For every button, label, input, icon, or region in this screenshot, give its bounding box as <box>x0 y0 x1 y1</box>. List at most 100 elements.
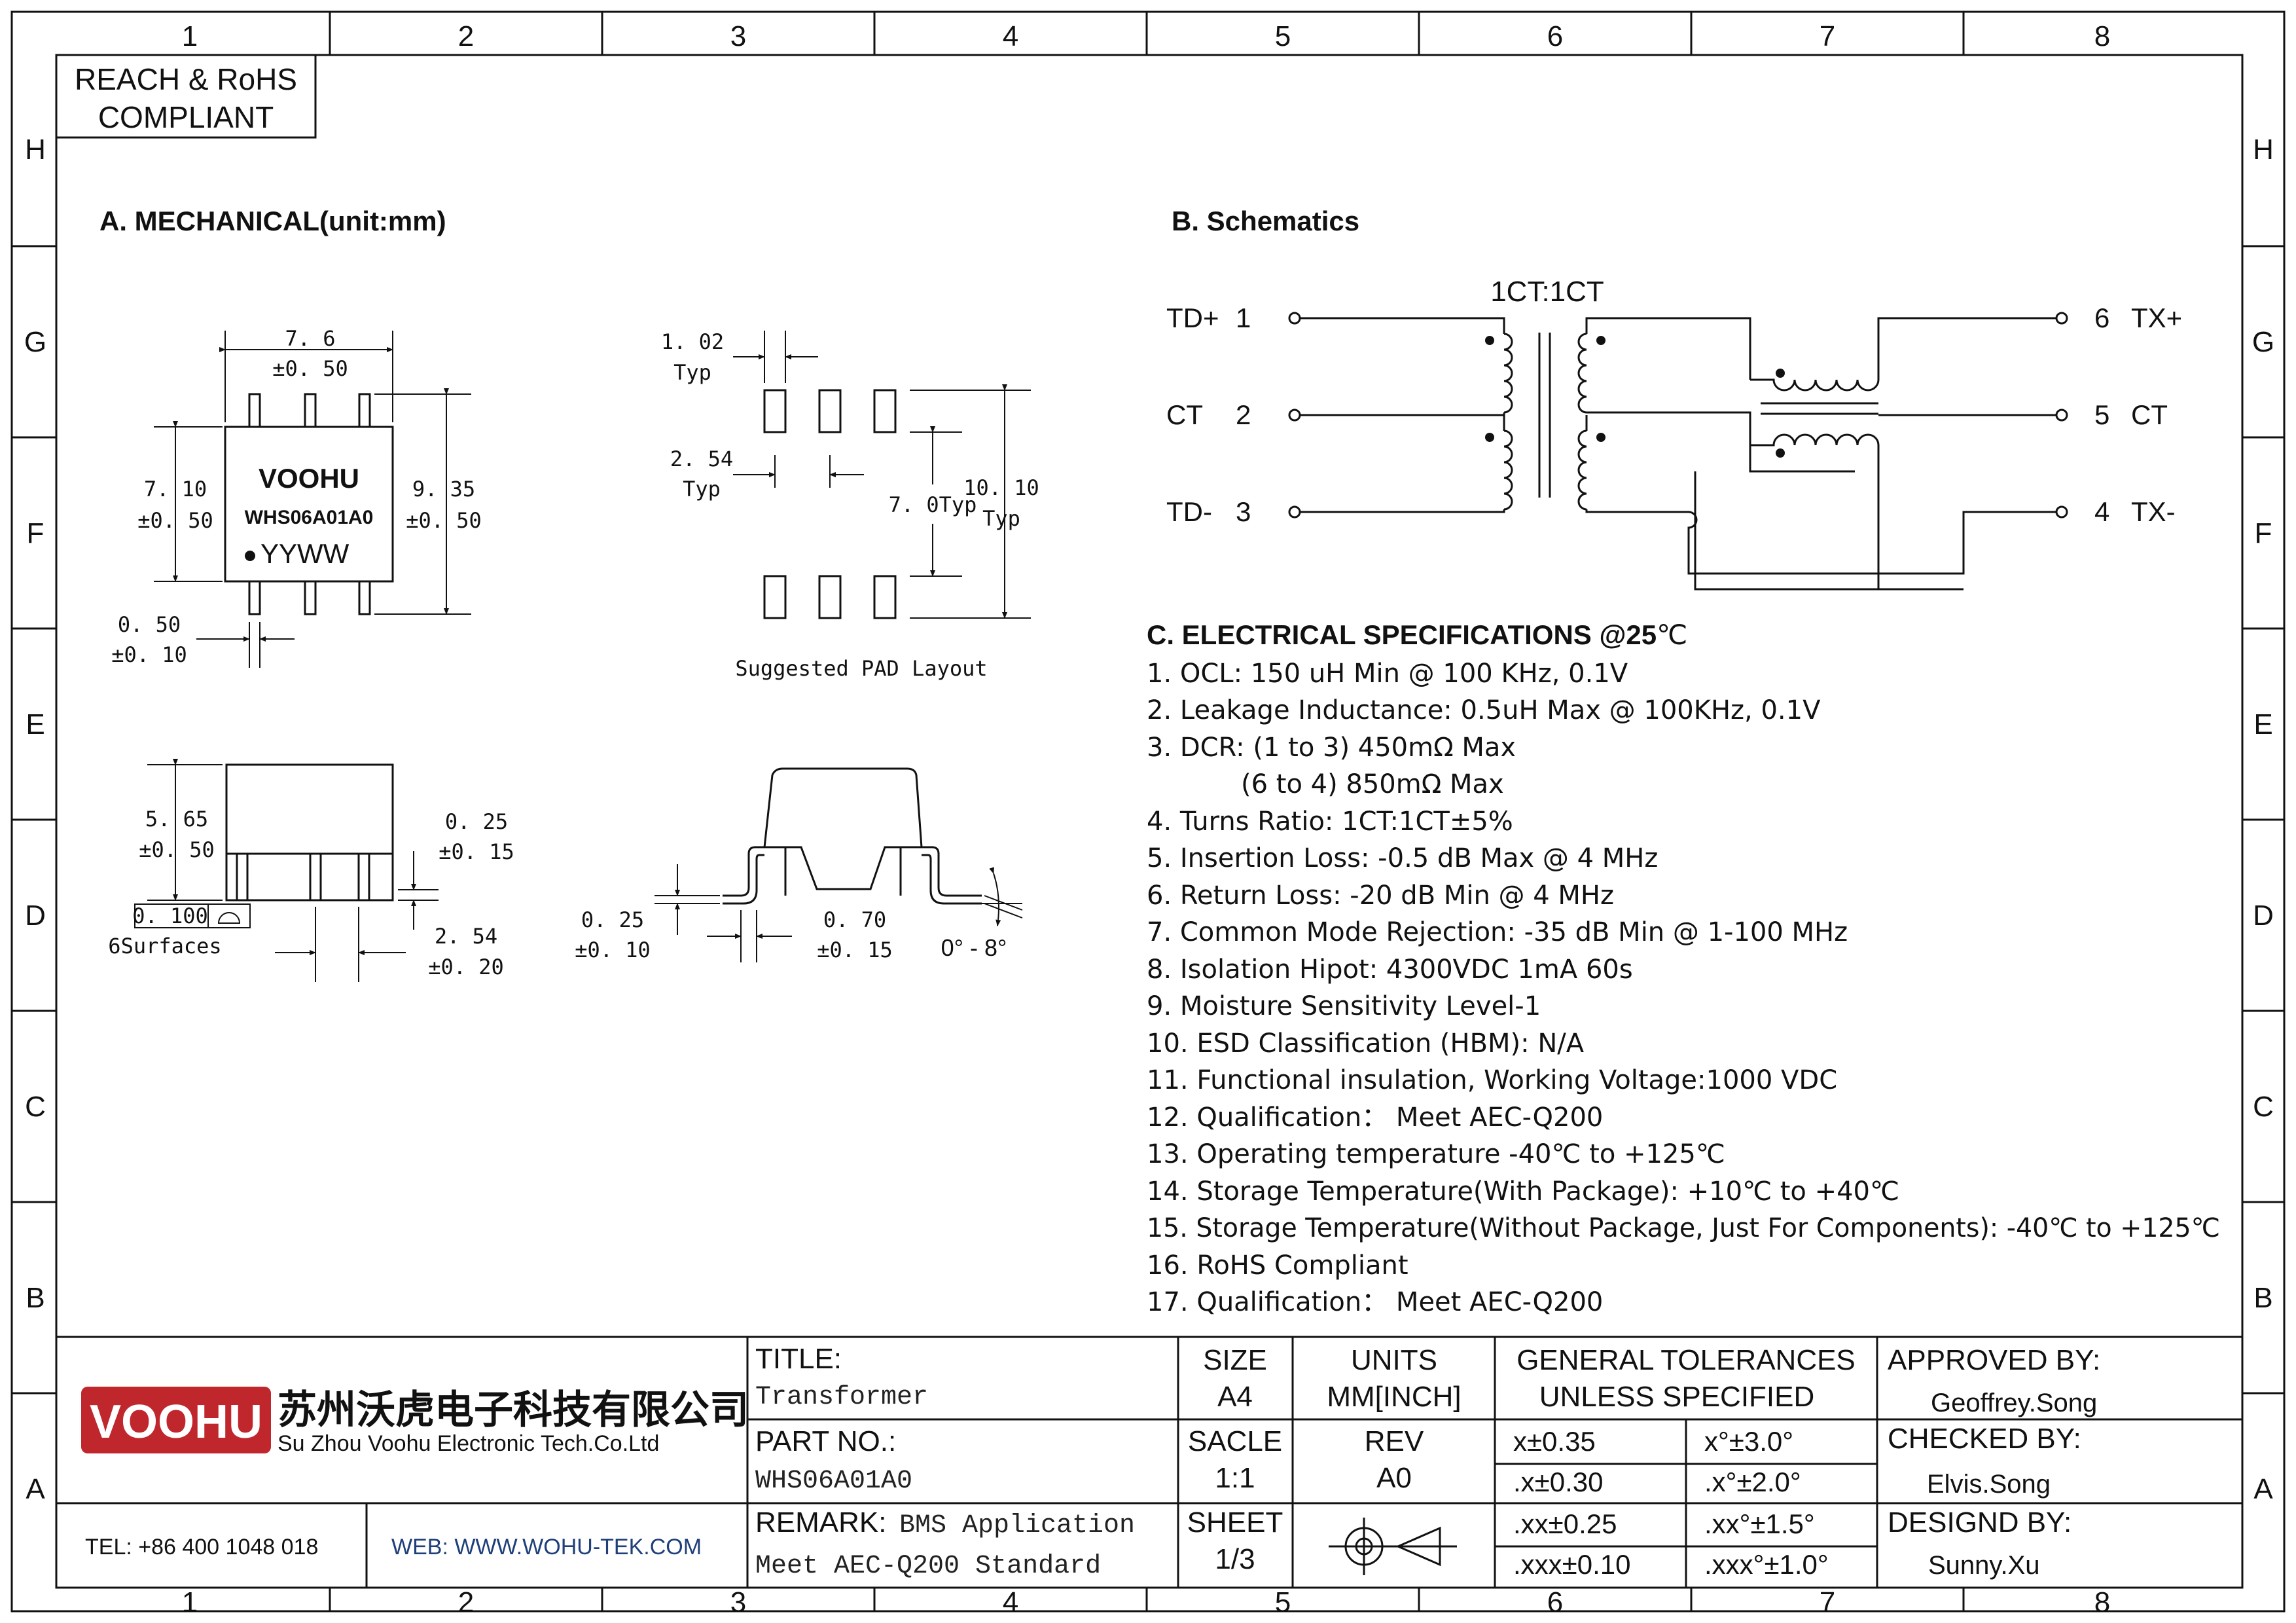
scale-value: 1:1 <box>1215 1462 1255 1494</box>
pin6-num: 6 <box>2094 302 2109 333</box>
electrical-title: C. ELECTRICAL SPECIFICATIONS @25℃ <box>1147 619 1687 650</box>
zone-col-bottom-8: 8 <box>2094 1586 2110 1618</box>
electrical-title-text: C. ELECTRICAL SPECIFICATIONS @25 <box>1147 619 1657 650</box>
electrical-specs: C. ELECTRICAL SPECIFICATIONS @25℃ 1. OCL… <box>1147 619 2220 1317</box>
spec-line: 15. Storage Temperature(Without Package,… <box>1147 1213 2220 1243</box>
zone-row-left-F: F <box>27 517 45 549</box>
rev-value: A0 <box>1376 1462 1412 1494</box>
dim-thickness-value: 0. 25 <box>581 907 644 932</box>
zone-row-right-A: A <box>2253 1473 2273 1505</box>
size-label: SIZE <box>1203 1344 1267 1376</box>
dim-pin-width-tol: ±0. 10 <box>111 642 187 667</box>
spec-line: 5. Insertion Loss: -0.5 dB Max @ 4 MHz <box>1147 843 1658 873</box>
zone-row-left-D: D <box>25 900 46 932</box>
spec-line: (6 to 4) 850mΩ Max <box>1241 769 1504 799</box>
zone-row-right-B: B <box>2253 1282 2272 1314</box>
dim-pad-width-typ: Typ <box>673 360 711 385</box>
zone-col-bottom-1: 1 <box>182 1586 198 1618</box>
dim-total-height-value: 9. 35 <box>412 477 475 501</box>
pad-layout-caption: Suggested PAD Layout <box>735 656 987 681</box>
sheet-border <box>10 10 2286 1613</box>
schematic-diagram: 1CT:1CT TD+ 1 CT 2 TD- 3 6 TX+ 5 CT 4 TX… <box>1166 276 2182 591</box>
title-label: TITLE: <box>755 1343 842 1375</box>
pin1-num: 1 <box>1236 302 1251 333</box>
side-view: 5. 65 ±0. 50 0. 25 ±0. 15 2. 54 ±0. 20 0… <box>108 759 514 982</box>
remark-label: REMARK: <box>755 1506 886 1539</box>
dim-width-value: 7. 6 <box>285 326 335 351</box>
dim-pad-width-value: 1. 02 <box>661 329 724 354</box>
company-logo: VOOHU <box>81 1387 271 1453</box>
coplanarity-value: 0. 100 <box>132 903 208 928</box>
dim-thickness-tol: ±0. 10 <box>575 938 651 962</box>
top-view-part: WHS06A01A0 <box>245 507 374 528</box>
spec-line: 1. OCL: 150 uH Min @ 100 KHz, 0.1V <box>1147 659 1628 689</box>
zone-labels: 1 2 3 4 5 6 7 8 1 2 3 4 5 6 7 8 H G F E … <box>24 20 2274 1618</box>
pin3-num: 3 <box>1236 496 1251 527</box>
spec-line: 10. ESD Classification (HBM): N/A <box>1147 1029 1585 1059</box>
dim-side-pitch-tol: ±0. 20 <box>428 955 504 979</box>
compliance-line-1: REACH & RoHS <box>75 62 297 96</box>
pin2-num: 2 <box>1236 399 1251 430</box>
top-view-datecode: YYWW <box>260 538 350 569</box>
dim-foot-value: 0. 70 <box>823 907 886 932</box>
designed-value: Sunny.Xu <box>1928 1551 2040 1580</box>
zone-col-top-2: 2 <box>458 20 474 52</box>
spec-line: 8. Isolation Hipot: 4300VDC 1mA 60s <box>1147 955 1633 985</box>
tolerance-linear-3: .xxx±0.10 <box>1513 1549 1630 1580</box>
pin4-num: 4 <box>2094 496 2109 527</box>
scale-label: SACLE <box>1188 1425 1282 1457</box>
approved-value: Geoffrey.Song <box>1931 1389 2097 1417</box>
projection-symbol-icon <box>1329 1518 1457 1575</box>
zone-col-top-6: 6 <box>1547 20 1563 52</box>
zone-row-left-E: E <box>26 708 45 740</box>
rev-label: REV <box>1365 1425 1424 1457</box>
zone-col-bottom-5: 5 <box>1275 1586 1291 1618</box>
dim-body-height-tol: ±0. 50 <box>137 508 213 533</box>
tolerance-angular-3: .xxx°±1.0° <box>1704 1549 1829 1580</box>
dim-side-height-value: 5. 65 <box>145 807 208 831</box>
zone-col-top-4: 4 <box>1003 20 1018 52</box>
zone-row-right-E: E <box>2253 708 2272 740</box>
tolerance-angular-2: .xx°±1.5° <box>1704 1508 1815 1539</box>
coplanarity-note: 6Surfaces <box>108 934 221 958</box>
pin4-name: TX- <box>2131 496 2176 527</box>
zone-row-right-C: C <box>2253 1091 2274 1123</box>
title-value: Transformer <box>755 1383 928 1412</box>
part-value: WHS06A01A0 <box>755 1467 912 1496</box>
schematic-ratio: 1CT:1CT <box>1490 276 1604 308</box>
zone-col-bottom-4: 4 <box>1003 1586 1018 1618</box>
pin1-name: TD+ <box>1166 302 1219 333</box>
pin5-num: 5 <box>2094 399 2109 430</box>
dim-side-height-tol: ±0. 50 <box>139 837 215 862</box>
tolerance-linear-2: .xx±0.25 <box>1513 1508 1617 1539</box>
tolerance-angular-0: x°±3.0° <box>1704 1426 1793 1457</box>
zone-col-bottom-6: 6 <box>1547 1586 1563 1618</box>
dim-pin-width-value: 0. 50 <box>118 612 181 637</box>
company-tel: TEL: +86 400 1048 018 <box>85 1535 318 1559</box>
dim-total-height-tol: ±0. 50 <box>406 508 482 533</box>
zone-row-left-C: C <box>25 1091 46 1123</box>
tolerance-linear-1: .x±0.30 <box>1513 1467 1603 1497</box>
dim-pitch-value: 2. 54 <box>670 447 733 471</box>
pin3-name: TD- <box>1166 496 1212 527</box>
sheet-label: SHEET <box>1187 1506 1283 1539</box>
dim-side-pitch-value: 2. 54 <box>435 924 497 949</box>
tolerance-angular-1: .x°±2.0° <box>1704 1467 1801 1497</box>
remark-value-2: Meet AEC-Q200 Standard <box>755 1552 1101 1581</box>
spec-line: 14. Storage Temperature(With Package): +… <box>1147 1176 1899 1207</box>
pad-layout: 1. 02 Typ 2. 54 Typ 7. 0Typ 10. 10 Typ S… <box>661 329 1039 681</box>
dim-pitch-typ: Typ <box>683 477 721 501</box>
company-name-en: Su Zhou Voohu Electronic Tech.Co.Ltd <box>278 1431 659 1456</box>
dim-standoff-value: 0. 25 <box>445 809 508 834</box>
spec-line: 17. Qualification： Meet AEC-Q200 <box>1147 1287 1603 1317</box>
approved-label: APPROVED BY: <box>1888 1344 2100 1376</box>
zone-row-left-A: A <box>26 1473 45 1505</box>
spec-line: 9. Moisture Sensitivity Level-1 <box>1147 991 1541 1021</box>
zone-col-top-8: 8 <box>2094 20 2110 52</box>
dim-outer-typ: Typ <box>982 506 1020 531</box>
spec-line: 13. Operating temperature -40℃ to +125℃ <box>1147 1139 1725 1169</box>
electrical-title-unit: ℃ <box>1657 619 1687 650</box>
zone-col-top-5: 5 <box>1275 20 1291 52</box>
spec-line: 6. Return Loss: -20 dB Min @ 4 MHz <box>1147 881 1614 911</box>
